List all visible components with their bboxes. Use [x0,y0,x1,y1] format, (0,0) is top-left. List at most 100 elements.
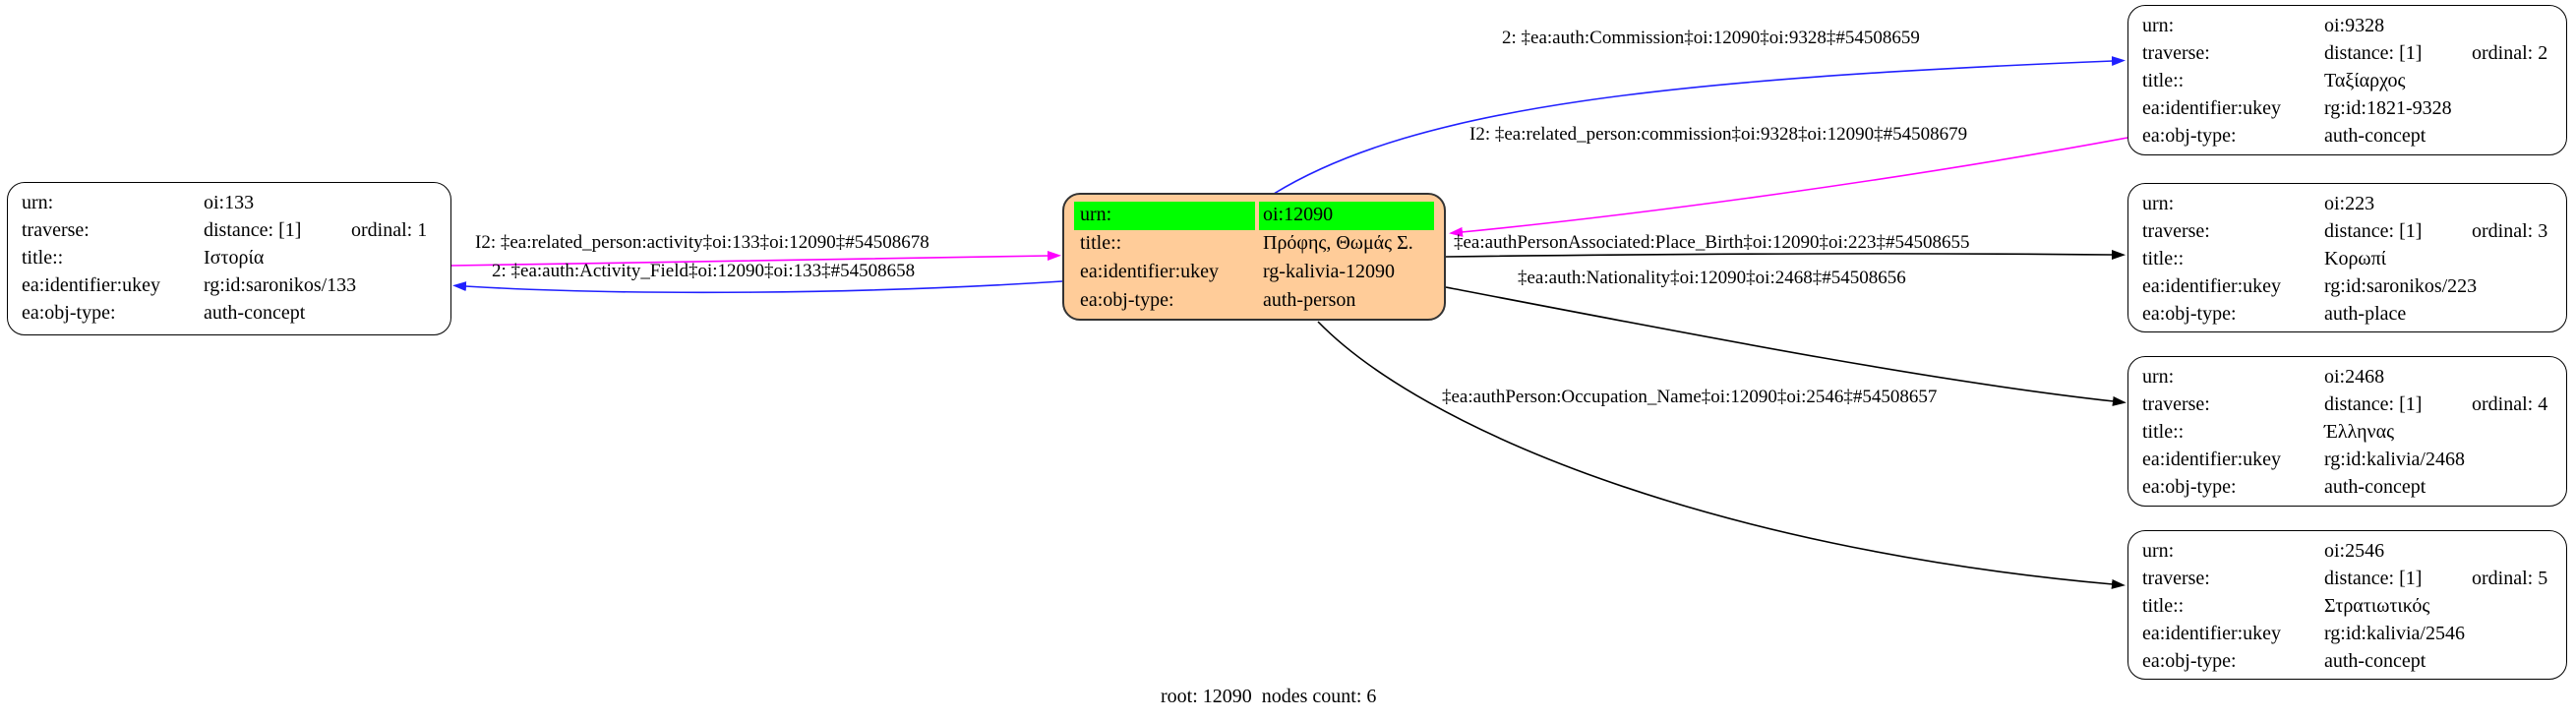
edge-label-commission: 2: ‡ea:auth:Commission‡oi:12090‡oi:9328‡… [1502,28,1920,48]
field-label-title: title:: [2142,595,2185,617]
field-label-objtype: ea:obj-type: [2142,125,2237,147]
field-value-title: Κορωπί [2324,248,2387,270]
field-value-traverse: distance: [1] ordinal: 4 [2324,390,2552,418]
field-label-ukey: ea:identifier:ukey [22,274,161,296]
field-value-urn: oi:9328 [2324,15,2385,36]
distance-value: distance: [1] [204,219,302,241]
node-oi2468[interactable]: urn:oi:2468 traverse:distance: [1]ordina… [2127,356,2567,507]
field-value-objtype: auth-concept [2324,650,2426,672]
ordinal-value: ordinal: 5 [2472,568,2548,589]
field-label-objtype: ea:obj-type: [22,302,116,324]
node-row: title::Ιστορία [22,244,437,271]
field-label-urn: urn: [22,192,54,213]
field-label-ukey: ea:identifier:ukey [2142,97,2282,119]
field-value-ukey: rg:id:saronikos/133 [204,274,357,296]
node-row: title::Πρόφης, Θωμάς Σ. [1074,230,1434,259]
node-row: ea:identifier:ukey rg:id:kalivia/2546 [2142,620,2552,647]
node-row: traverse: distance: [1]ordinal: 5 [2142,565,2552,592]
ordinal-value: ordinal: 2 [2472,42,2548,64]
field-value-urn: oi:223 [2324,193,2375,214]
node-row: urn:oi:223 [2142,190,2552,217]
edge-nationality [1445,286,2127,406]
edge-label-related-person-activity: I2: ‡ea:related_person:activity‡oi:133‡o… [475,232,929,253]
edge-label-related-person-commission: I2: ‡ea:related_person:commission‡oi:932… [1469,124,1968,145]
field-value-urn: oi:2468 [2324,366,2385,388]
node-oi133[interactable]: urn: oi:133 traverse: distance: [1]ordinal… [7,182,451,335]
field-label-title: title:: [2142,421,2185,443]
node-row: title::Έλληνας [2142,418,2552,446]
field-value-urn: oi:133 [204,192,255,213]
field-label-traverse: traverse: [22,219,90,241]
ordinal-value: ordinal: 4 [2472,393,2548,415]
edge-label-occupation: ‡ea:authPerson:Occupation_Name‡oi:12090‡… [1442,387,1938,407]
field-value-ukey: rg:id:saronikos/223 [2324,275,2478,297]
field-label-ukey: ea:identifier:ukey [2142,449,2282,470]
node-row: traverse: distance: [1]ordinal: 1 [22,216,437,244]
field-value-urn: oi:2546 [2324,540,2385,562]
node-row: urn: oi:2546 [2142,537,2552,565]
node-row: ea:obj-type: auth-concept [2142,122,2552,150]
field-label-traverse: traverse: [2142,42,2210,64]
edge-label-nationality: ‡ea:auth:Nationality‡oi:12090‡oi:2468‡#5… [1518,268,1906,288]
field-label-traverse: traverse: [2142,568,2210,589]
distance-value: distance: [1] [2324,42,2423,64]
field-value-ukey: rg:id:kalivia/2468 [2324,449,2465,470]
node-row: ea:obj-type: auth-concept [2142,473,2552,501]
distance-value: distance: [1] [2324,220,2423,242]
field-label-urn: urn: [2142,366,2175,388]
edge-label-activity-field: 2: ‡ea:auth:Activity_Field‡oi:12090‡oi:1… [492,261,916,281]
edge-activity-field [452,280,1063,294]
field-value-objtype: auth-place [2324,303,2407,325]
node-row: ea:identifier:ukey rg:id:1821-9328 [2142,94,2552,122]
node-oi2546[interactable]: urn: oi:2546 traverse: distance: [1]ordina… [2127,530,2567,680]
field-label-traverse: traverse: [2142,220,2210,242]
field-label-title: title:: [1080,232,1122,254]
node-oi12090-root[interactable]: urn:oi:12090 title::Πρόφης, Θωμάς Σ. ea:… [1062,193,1446,321]
field-value-title: Πρόφης, Θωμάς Σ. [1263,232,1413,254]
field-value-ukey: rg:id:1821-9328 [2324,97,2452,119]
field-label-ukey: ea:identifier:ukey [1080,261,1220,282]
field-value-traverse: distance: [1] ordinal: 2 [2324,39,2552,67]
edge-related-person-commission [1449,137,2128,237]
field-label-urn: urn: [1074,202,1255,230]
node-row: traverse: distance: [1] ordinal: 2 [2142,39,2552,67]
field-label-objtype: ea:obj-type: [2142,303,2237,325]
field-label-title: title:: [2142,70,2185,91]
field-label-title: title:: [22,247,64,269]
node-row: traverse:distance: [1]ordinal: 4 [2142,390,2552,418]
field-label-objtype: ea:obj-type: [1080,289,1174,311]
graph-footer: root: 12090 nodes count: 6 [1161,686,1377,707]
field-value-traverse: distance: [1]ordinal: 1 [204,216,437,244]
field-value-objtype: auth-person [1263,289,1356,311]
node-row: title::Ταξίαρχος [2142,67,2552,94]
edge-label-place-birth: ‡ea:authPersonAssociated:Place_Birth‡oi:… [1454,232,1970,253]
edge-place-birth [1445,249,2126,260]
node-row: ea:obj-type: auth-person [1074,287,1434,316]
node-row: traverse: distance: [1] ordinal: 3 [2142,217,2552,245]
field-value-title: Ταξίαρχος [2324,70,2406,91]
node-row: ea:obj-type:auth-concept [2142,647,2552,675]
field-label-ukey: ea:identifier:ukey [2142,623,2282,644]
ordinal-value: ordinal: 3 [2472,220,2548,242]
node-oi223[interactable]: urn:oi:223 traverse: distance: [1] ordinal… [2127,183,2567,332]
field-value-traverse: distance: [1] ordinal: 3 [2324,217,2552,245]
node-row: ea:obj-type:auth-concept [22,299,437,327]
field-value-objtype: auth-concept [2324,476,2426,498]
node-row: title::Στρατιωτικός [2142,592,2552,620]
node-row: ea:identifier:ukey rg:id:kalivia/2468 [2142,446,2552,473]
node-row: ea:obj-type: auth-place [2142,300,2552,328]
field-label-urn: urn: [2142,540,2175,562]
distance-value: distance: [1] [2324,393,2423,415]
field-value-ukey: rg-kalivia-12090 [1263,261,1396,282]
node-oi9328[interactable]: urn:oi:9328 traverse:distance: [1]ordina… [2127,5,2567,155]
field-value-urn: oi:12090 [1259,202,1434,230]
field-value-objtype: auth-concept [2324,125,2426,147]
field-value-title: Ιστορία [204,247,265,269]
field-label-title: title:: [2142,248,2185,270]
field-label-objtype: ea:obj-type: [2142,476,2237,498]
field-value-ukey: rg:id:kalivia/2546 [2324,623,2465,644]
field-value-traverse: distance: [1]ordinal: 5 [2324,565,2552,592]
edge-occupation [1317,321,2126,589]
